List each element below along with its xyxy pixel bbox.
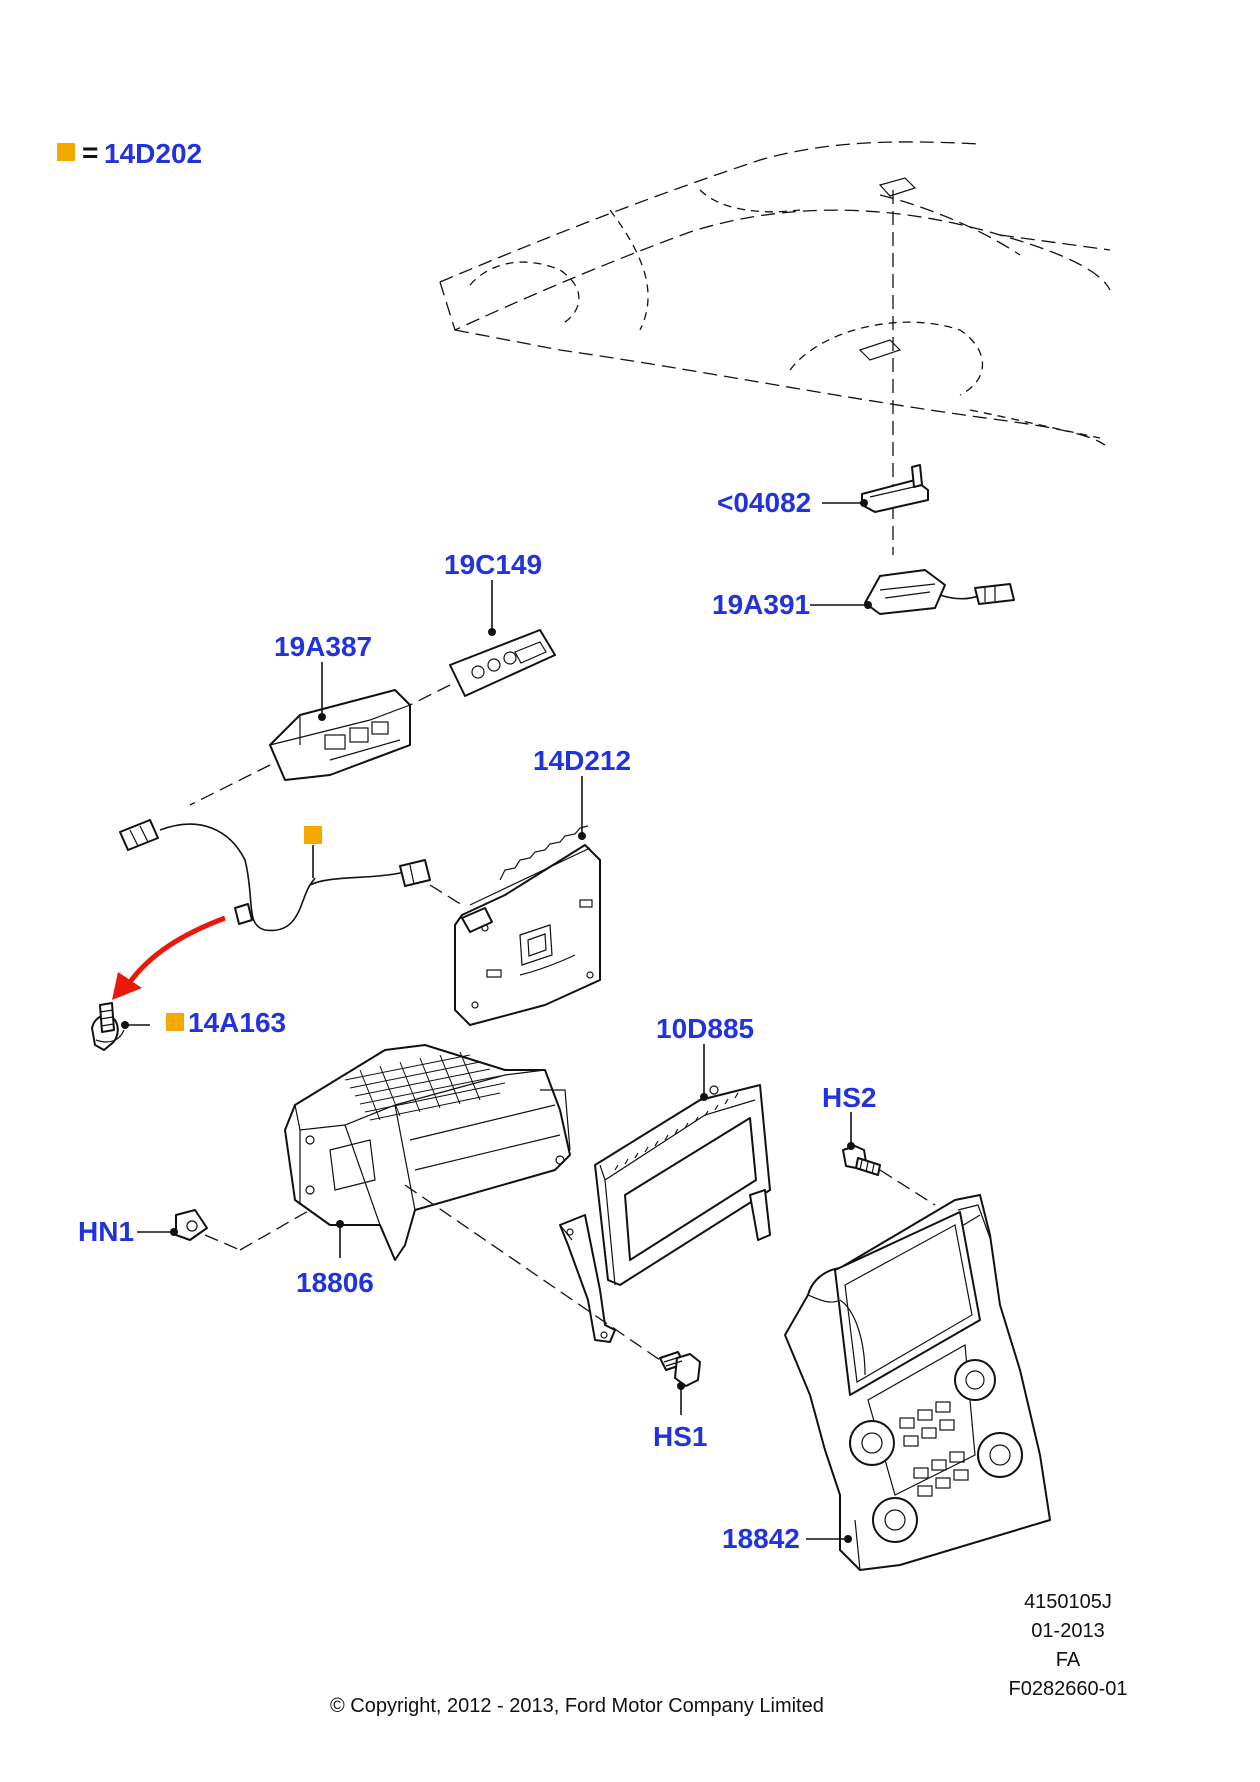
- part-HS2-screw: [842, 1145, 881, 1176]
- leader-dot-14A163: [121, 1021, 129, 1029]
- meta-line-3: FA: [1056, 1649, 1081, 1671]
- leader-dash-HS1: [404, 1184, 661, 1361]
- label-19A391: 19A391: [712, 589, 810, 620]
- part-HS1-screw: [659, 1351, 701, 1387]
- leader-dot-HN1: [170, 1228, 178, 1236]
- leader-dash-harness: [429, 884, 463, 906]
- part-18842-bezel: [784, 1194, 1051, 1571]
- part-HN1-nut: [175, 1209, 208, 1241]
- label-HS2: HS2: [822, 1082, 876, 1113]
- label-14A163: 14A163: [188, 1007, 286, 1038]
- copyright: © Copyright, 2012 - 2013, Ford Motor Com…: [330, 1695, 824, 1717]
- roof-headliner-outline: [439, 141, 1111, 446]
- label-18806: 18806: [296, 1267, 374, 1298]
- 14A163-marker-square: [166, 1013, 184, 1031]
- leader-dot-18806: [336, 1220, 344, 1228]
- label-HN1: HN1: [78, 1216, 134, 1247]
- leader-dash-19C149: [409, 684, 451, 706]
- leader-dot-19A387: [318, 713, 326, 721]
- label-14D212: 14D212: [533, 745, 631, 776]
- legend-marker-square: [57, 143, 75, 161]
- leader-dot-14D212: [578, 832, 586, 840]
- harness-marker-square: [304, 826, 322, 844]
- part-04082-bezel: [861, 464, 929, 513]
- legend-code: 14D202: [104, 138, 202, 169]
- leader-dot-19A391: [864, 601, 872, 609]
- part-18806-radio: [284, 1044, 571, 1261]
- meta-line-1: 4150105J: [1024, 1591, 1112, 1613]
- label-04082: <04082: [717, 487, 811, 518]
- leader-dash-HS2: [879, 1169, 936, 1206]
- part-14A163-clip: [91, 1002, 125, 1051]
- red-arrow: [112, 915, 226, 1000]
- leader-dash-19A387: [189, 764, 271, 806]
- part-19A391-module: [864, 569, 1015, 615]
- leader-dot-19C149: [488, 628, 496, 636]
- part-19A387-module: [269, 689, 411, 781]
- leader-dot-10D885: [700, 1093, 708, 1101]
- label-10D885: 10D885: [656, 1013, 754, 1044]
- label-19C149: 19C149: [444, 549, 542, 580]
- part-14D202-harness: [119, 819, 431, 932]
- leader-dot-18842: [844, 1535, 852, 1543]
- meta-line-2: 01-2013: [1031, 1620, 1104, 1642]
- label-19A387: 19A387: [274, 631, 372, 662]
- label-HS1: HS1: [653, 1421, 707, 1452]
- leader-dash-HN1: [204, 1209, 311, 1251]
- part-19C149-aux-panel: [449, 629, 556, 697]
- label-18842: 18842: [722, 1523, 800, 1554]
- leader-dot-HS2: [847, 1142, 855, 1150]
- leader-dot-HS1: [677, 1382, 685, 1390]
- part-10D885-display: [559, 1084, 771, 1343]
- part-14D212-module: [454, 825, 601, 1026]
- legend-equals: =: [82, 137, 98, 168]
- meta-line-4: F0282660-01: [1009, 1678, 1128, 1700]
- leader-dot-04082: [860, 499, 868, 507]
